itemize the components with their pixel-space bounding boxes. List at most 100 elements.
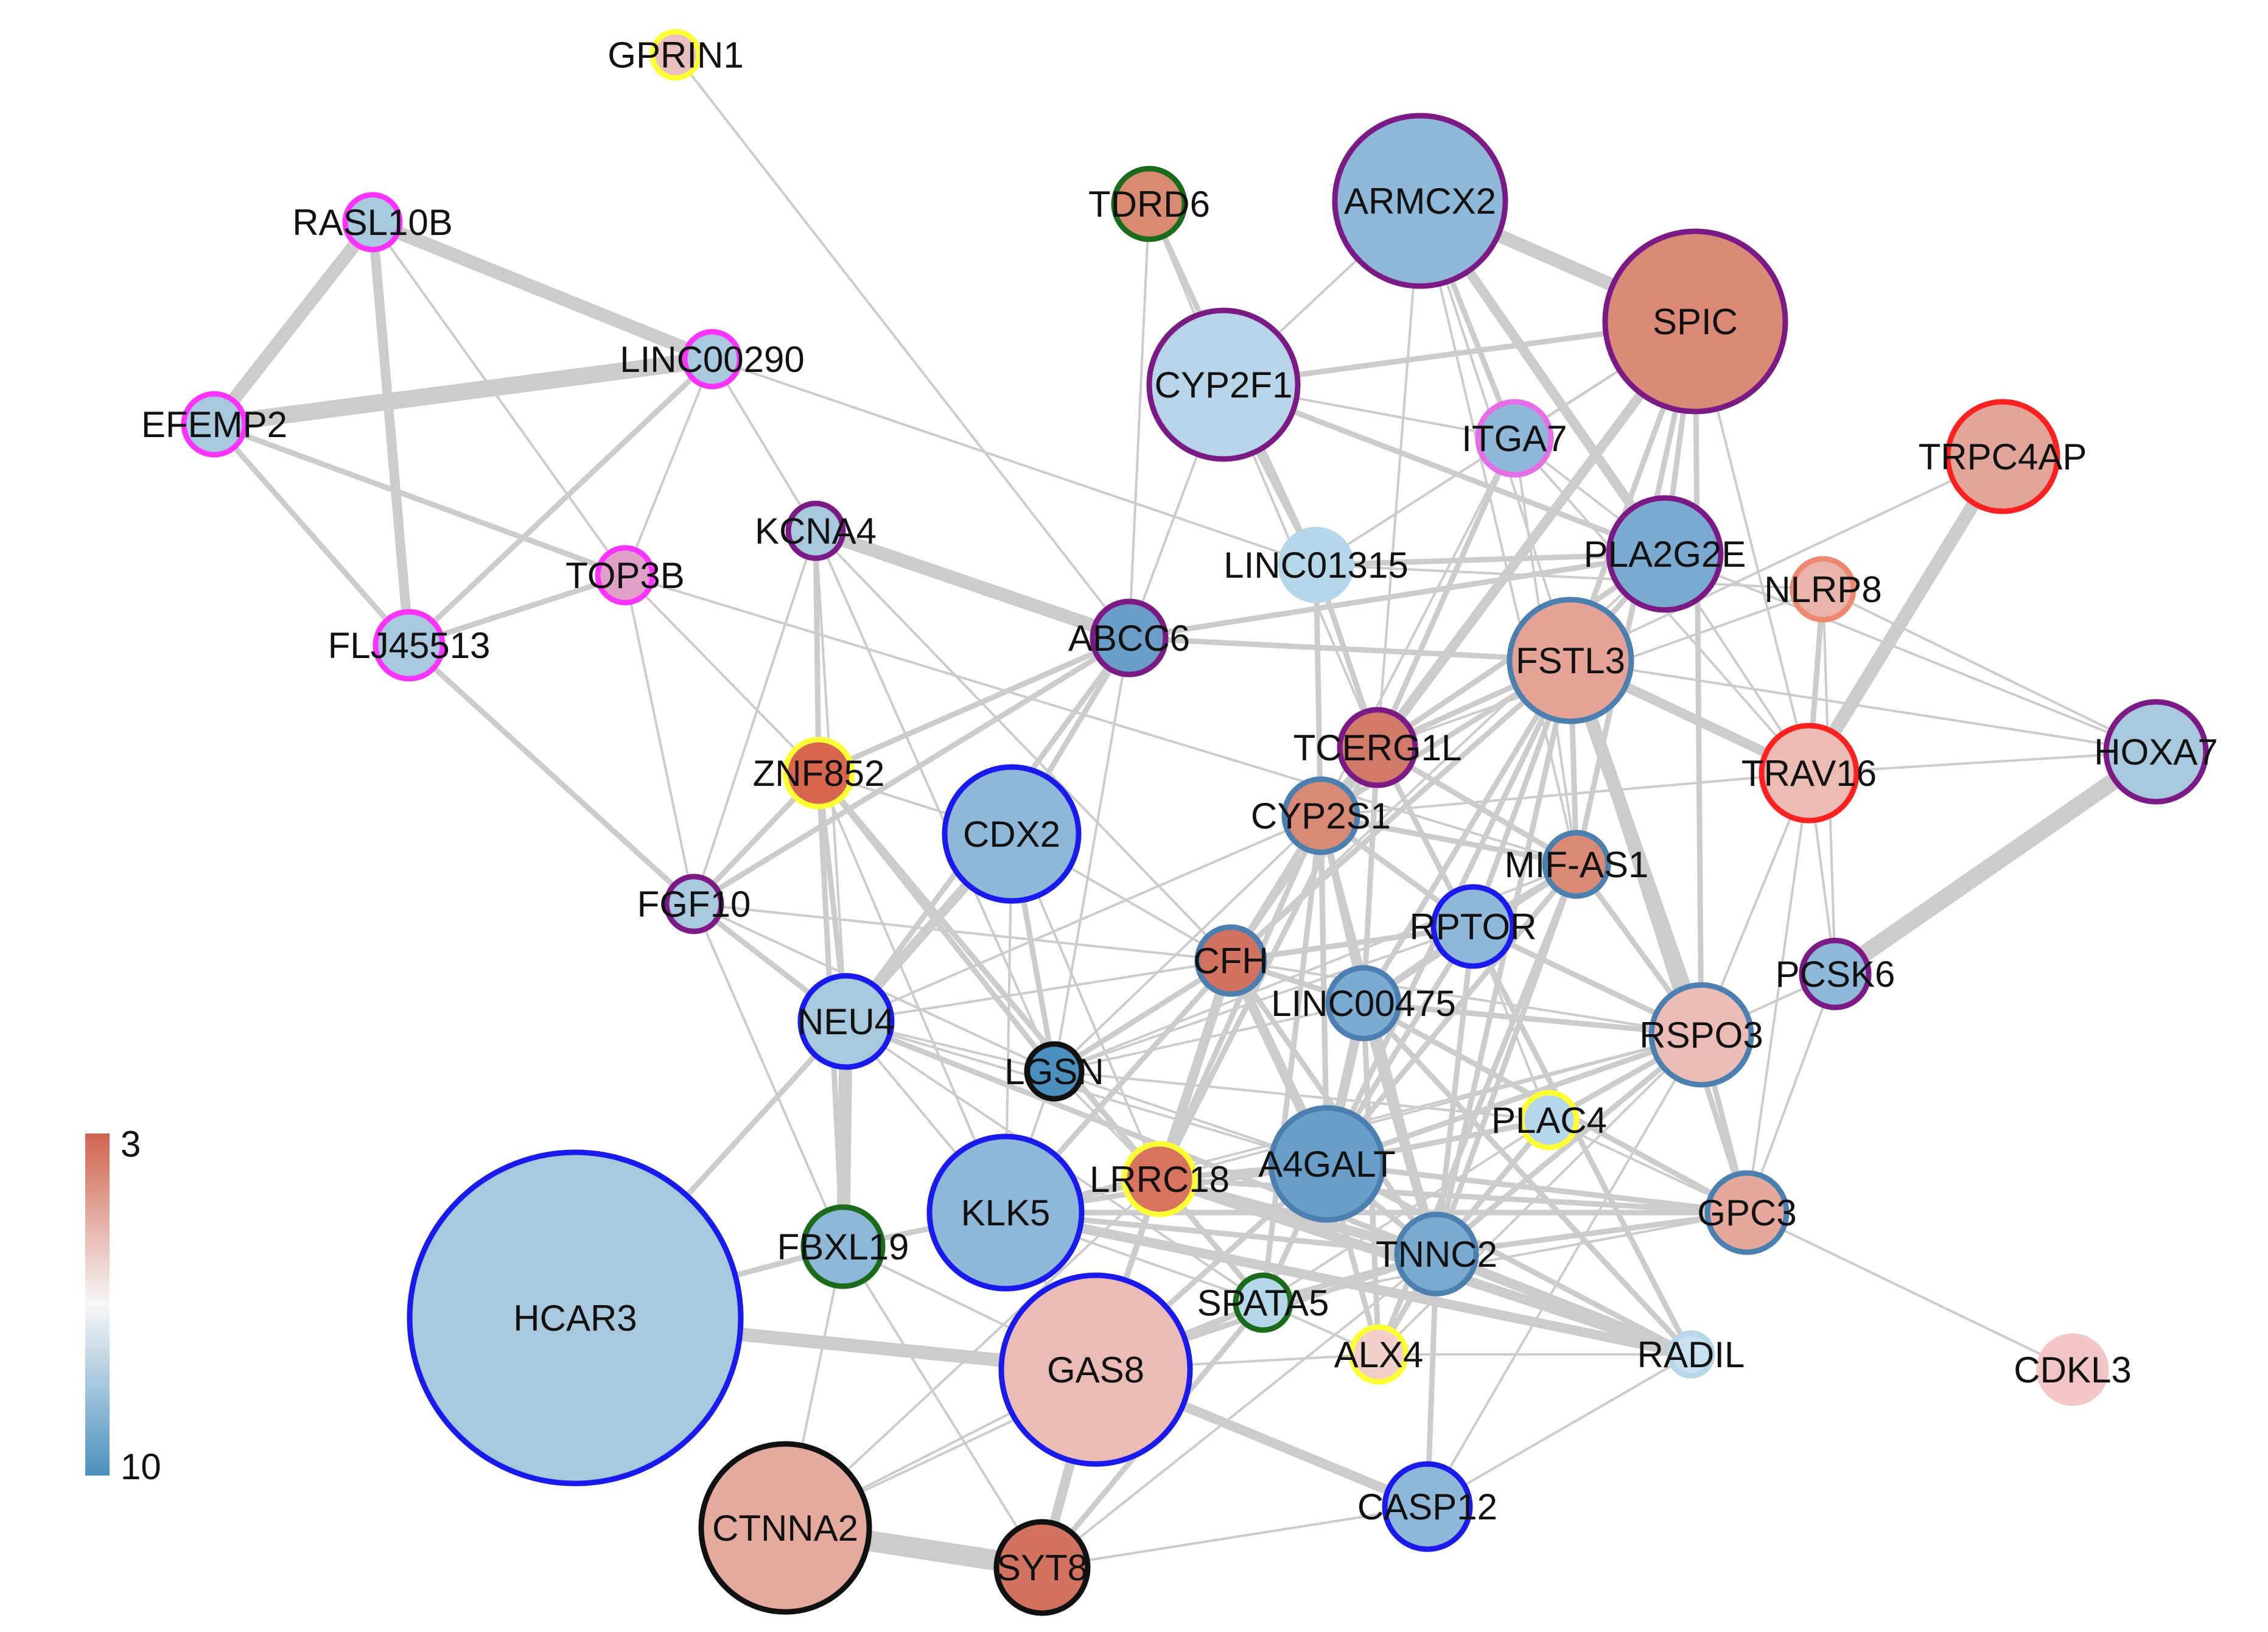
node-plac4[interactable]: PLAC4 [1491, 1090, 1607, 1150]
node-cyp2s1[interactable]: CYP2S1 [1251, 776, 1391, 855]
node-a4galt[interactable]: A4GALT [1258, 1105, 1396, 1223]
node-top3b[interactable]: TOP3B [565, 545, 685, 606]
node-circle-pla2g2e[interactable] [1606, 495, 1724, 613]
node-circle-cfh[interactable] [1194, 924, 1267, 997]
node-rptor[interactable]: RPTOR [1410, 884, 1537, 969]
node-circle-tnnc2[interactable] [1394, 1211, 1479, 1297]
node-circle-hcar3[interactable] [407, 1149, 744, 1487]
node-fstl3[interactable]: FSTL3 [1507, 597, 1634, 724]
node-abcc6[interactable]: ABCC6 [1068, 598, 1190, 678]
node-spata5[interactable]: SPATA5 [1197, 1272, 1329, 1333]
node-fgf10[interactable]: FGF10 [637, 874, 751, 934]
node-ctnna2[interactable]: CTNNA2 [698, 1441, 872, 1615]
node-klk5[interactable]: KLK5 [926, 1133, 1085, 1292]
node-circle-top3b[interactable] [595, 545, 656, 606]
node-circle-znf852[interactable] [782, 737, 855, 810]
node-circle-kcna4[interactable] [785, 500, 846, 561]
node-circle-hoxa7[interactable] [2103, 699, 2209, 805]
node-circle-gprin1[interactable] [649, 29, 702, 81]
node-circle-cyp2s1[interactable] [1281, 776, 1360, 855]
node-trpc4ap[interactable]: TRPC4AP [1919, 399, 2087, 514]
node-circle-tdrd6[interactable] [1111, 166, 1188, 242]
node-tcerg1l[interactable]: TCERG1L [1293, 707, 1462, 788]
node-tdrd6[interactable]: TDRD6 [1088, 166, 1210, 242]
node-circle-spata5[interactable] [1233, 1272, 1293, 1333]
node-gprin1[interactable]: GPRIN1 [607, 29, 744, 81]
node-nlrp8[interactable]: NLRP8 [1764, 556, 1882, 623]
node-circle-trpc4ap[interactable] [1945, 399, 2060, 514]
node-cyp2f1[interactable]: CYP2F1 [1146, 307, 1301, 462]
node-linc00290[interactable]: LINC00290 [620, 329, 805, 390]
node-circle-klk5[interactable] [926, 1133, 1085, 1292]
node-circle-cdx2[interactable] [942, 764, 1082, 904]
node-radil[interactable]: RADIL [1637, 1330, 1745, 1379]
node-casp12[interactable]: CASP12 [1357, 1461, 1497, 1552]
node-circle-rasl10b[interactable] [342, 192, 403, 253]
node-kcna4[interactable]: KCNA4 [755, 500, 877, 561]
node-circle-neu4[interactable] [797, 973, 895, 1070]
node-circle-nlrp8[interactable] [1790, 556, 1857, 623]
node-pla2g2e[interactable]: PLA2G2E [1584, 495, 1746, 613]
node-circle-casp12[interactable] [1382, 1461, 1473, 1552]
node-circle-mif-as1[interactable] [1542, 830, 1611, 899]
node-gas8[interactable]: GAS8 [998, 1272, 1193, 1467]
node-circle-abcc6[interactable] [1090, 598, 1169, 678]
node-hcar3[interactable]: HCAR3 [407, 1149, 744, 1487]
node-circle-linc00290[interactable] [682, 329, 743, 390]
node-hoxa7[interactable]: HOXA7 [2094, 699, 2218, 805]
node-circle-plac4[interactable] [1519, 1090, 1580, 1150]
node-cfh[interactable]: CFH [1193, 924, 1269, 997]
node-circle-rptor[interactable] [1430, 884, 1516, 969]
node-circle-gas8[interactable] [998, 1272, 1193, 1467]
node-cdx2[interactable]: CDX2 [942, 764, 1082, 904]
node-linc00475[interactable]: LINC00475 [1271, 965, 1456, 1042]
node-itga7[interactable]: ITGA7 [1461, 399, 1567, 478]
node-circle-trav16[interactable] [1759, 723, 1860, 824]
node-znf852[interactable]: ZNF852 [753, 737, 885, 810]
node-circle-a4galt[interactable] [1268, 1105, 1386, 1223]
node-circle-pcsk6[interactable] [1799, 937, 1872, 1010]
node-rspo3[interactable]: RSPO3 [1639, 982, 1763, 1088]
node-circle-flj45513[interactable] [373, 609, 446, 682]
node-circle-cdkl3[interactable] [2036, 1333, 2109, 1406]
node-pcsk6[interactable]: PCSK6 [1776, 937, 1895, 1010]
node-mif-as1[interactable]: MIF-AS1 [1505, 830, 1649, 899]
node-circle-efemp2[interactable] [181, 391, 248, 458]
node-gpc3[interactable]: GPC3 [1697, 1170, 1797, 1255]
node-circle-linc00475[interactable] [1325, 965, 1402, 1042]
node-fbxl19[interactable]: FBXL19 [777, 1204, 909, 1289]
node-circle-fstl3[interactable] [1507, 597, 1634, 724]
node-lgsn[interactable]: LGSN [1004, 1041, 1104, 1102]
node-lrrc18[interactable]: LRRC18 [1090, 1141, 1230, 1217]
node-spic[interactable]: SPIC [1602, 228, 1788, 415]
node-circle-itga7[interactable] [1475, 399, 1554, 478]
node-circle-radil[interactable] [1667, 1330, 1715, 1379]
node-circle-rspo3[interactable] [1648, 982, 1754, 1088]
node-flj45513[interactable]: FLJ45513 [328, 609, 491, 682]
node-linc01315[interactable]: LINC01315 [1223, 527, 1409, 603]
node-circle-syt8[interactable] [993, 1519, 1091, 1616]
node-circle-spic[interactable] [1602, 228, 1788, 415]
node-armcx2[interactable]: ARMCX2 [1332, 113, 1508, 289]
node-tnnc2[interactable]: TNNC2 [1376, 1211, 1497, 1297]
node-circle-lgsn[interactable] [1024, 1041, 1085, 1102]
node-circle-fgf10[interactable] [663, 874, 724, 934]
node-circle-armcx2[interactable] [1332, 113, 1508, 289]
node-trav16[interactable]: TRAV16 [1741, 723, 1877, 824]
node-circle-gpc3[interactable] [1704, 1170, 1790, 1255]
node-circle-lrrc18[interactable] [1121, 1141, 1198, 1217]
node-alx4[interactable]: ALX4 [1334, 1324, 1424, 1385]
node-syt8[interactable]: SYT8 [993, 1519, 1091, 1616]
node-cdkl3[interactable]: CDKL3 [2014, 1333, 2132, 1406]
node-circle-cyp2f1[interactable] [1146, 307, 1301, 462]
node-efemp2[interactable]: EFEMP2 [141, 391, 287, 458]
node-circle-alx4[interactable] [1348, 1324, 1409, 1385]
edge-kcna4-fgf10 [693, 530, 817, 905]
node-circle-tcerg1l[interactable] [1337, 707, 1418, 788]
node-circle-linc01315[interactable] [1278, 527, 1354, 603]
node-rasl10b[interactable]: RASL10B [292, 192, 453, 253]
edge-fstl3-cfh [1228, 657, 1573, 964]
node-circle-fbxl19[interactable] [800, 1204, 886, 1289]
node-circle-ctnna2[interactable] [698, 1441, 872, 1615]
node-neu4[interactable]: NEU4 [797, 973, 895, 1070]
